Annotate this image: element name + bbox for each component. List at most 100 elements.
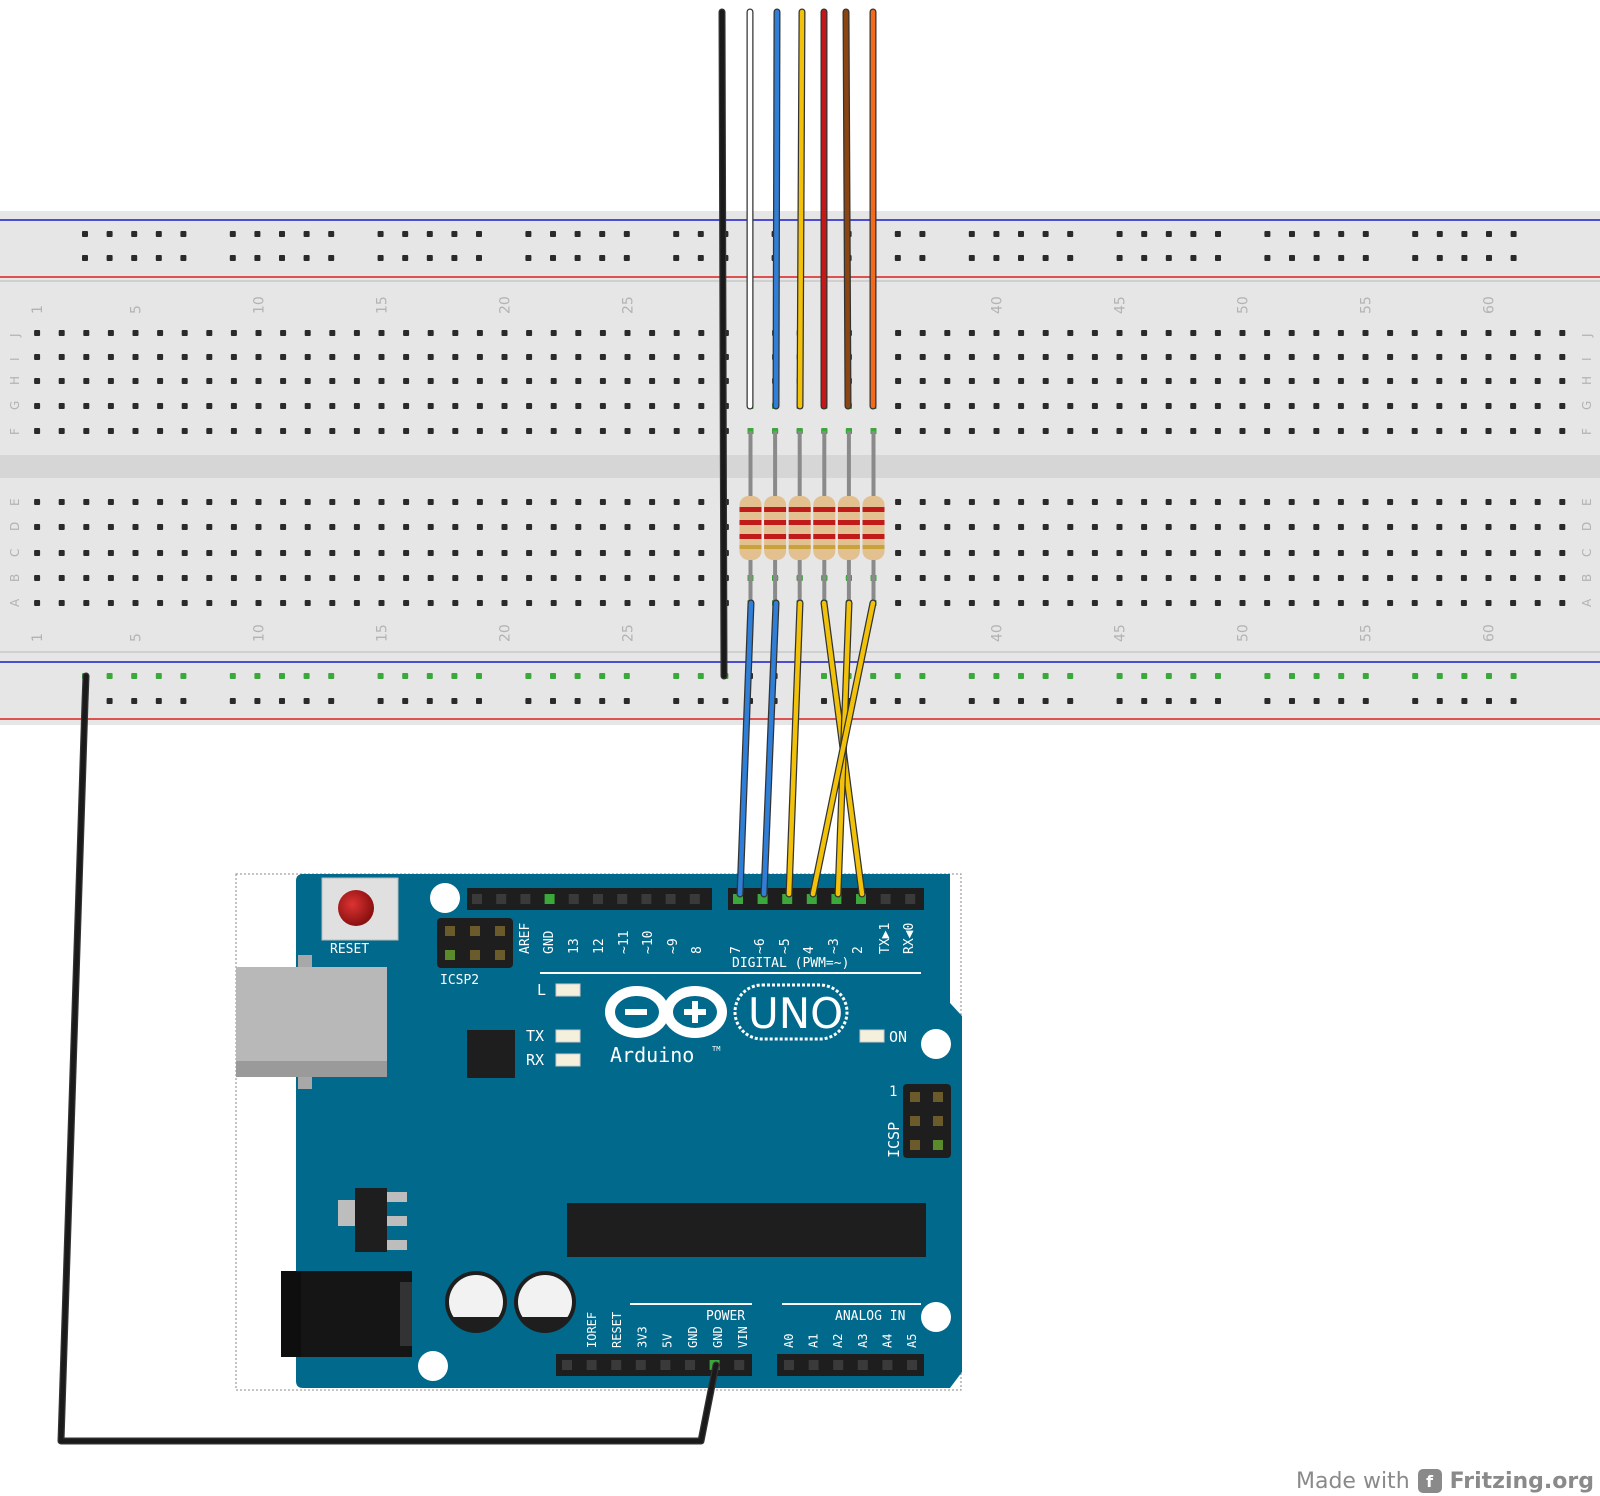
header-socket [831, 894, 842, 904]
breadboard-hole [34, 428, 41, 434]
wire-blue-pin7 [737, 600, 754, 897]
rail-hole [673, 698, 680, 704]
rail-hole [377, 698, 384, 704]
breadboard-hole [526, 524, 533, 530]
rail-hole [155, 698, 162, 704]
breadboard-hole [353, 575, 360, 581]
breadboard-hole [698, 330, 705, 336]
breadboard-hole [1559, 524, 1566, 530]
breadboard-hole [1018, 428, 1025, 434]
breadboard-hole [919, 524, 926, 530]
breadboard-hole [181, 499, 188, 505]
breadboard-hole [526, 600, 533, 606]
rail-hole [254, 673, 261, 679]
breadboard-hole [329, 524, 336, 530]
breadboard-hole [1116, 499, 1123, 505]
rail-hole [1412, 231, 1419, 237]
breadboard-hole [107, 600, 114, 606]
resistors [739, 431, 885, 603]
reset-button[interactable] [321, 877, 399, 941]
digital-pin-label: 13 [567, 938, 582, 954]
breadboard-hole [599, 499, 606, 505]
breadboard-hole [34, 330, 41, 336]
breadboard-hole [698, 354, 705, 360]
breadboard-hole [1091, 524, 1098, 530]
breadboard-hole [968, 354, 975, 360]
breadboard-hole [1141, 575, 1148, 581]
rail-hole [279, 698, 285, 704]
rail-hole [1510, 698, 1517, 704]
breadboard-hole [1264, 600, 1271, 606]
breadboard-hole [649, 499, 656, 505]
row-letter: D [8, 522, 22, 531]
breadboard-hole [1264, 330, 1271, 336]
breadboard-hole [58, 575, 65, 581]
breadboard-hole [1460, 550, 1467, 556]
header-socket [544, 894, 555, 904]
breadboard-hole [255, 575, 262, 581]
breadboard-hole [673, 403, 680, 409]
rail-hole [1018, 698, 1024, 704]
rail-hole [1116, 231, 1123, 237]
rail-hole [476, 698, 482, 704]
breadboard-hole [58, 330, 65, 336]
rail-hole [106, 231, 113, 237]
rail-hole [328, 231, 335, 237]
breadboard-hole [968, 600, 975, 606]
breadboard-hole [1091, 550, 1098, 556]
rail-hole [254, 255, 261, 261]
breadboard-hole [673, 428, 680, 434]
breadboard-hole [993, 330, 1000, 336]
breadboard-hole [526, 428, 533, 434]
rail-hole [673, 255, 680, 261]
breadboard-hole [132, 378, 139, 384]
breadboard-hole [1190, 403, 1197, 409]
column-number: 5 [129, 633, 145, 642]
breadboard-hole [403, 428, 410, 434]
column-number: 50 [1236, 624, 1252, 642]
made-with-label: Made with [1296, 1468, 1410, 1494]
breadboard-hole [1141, 330, 1148, 336]
rail-hole [1338, 673, 1345, 679]
breadboard-hole [83, 403, 90, 409]
rail-hole [1313, 698, 1320, 704]
breadboard-hole [230, 575, 237, 581]
breadboard-hole [1485, 403, 1492, 409]
rail-hole [1190, 231, 1197, 237]
column-number: 55 [1359, 296, 1375, 314]
breadboard-hole [378, 378, 385, 384]
rail-hole [1141, 698, 1148, 704]
breadboard-hole [1460, 575, 1467, 581]
breadboard-hole [427, 354, 434, 360]
rail-hole [993, 231, 1000, 237]
row-letter: F [8, 428, 22, 435]
breadboard-hole [1337, 428, 1344, 434]
breadboard-hole [206, 499, 213, 505]
breadboard-hole [993, 499, 1000, 505]
breadboard-hole [624, 378, 631, 384]
breadboard-hole [1091, 354, 1098, 360]
breadboard-hole [157, 428, 164, 434]
breadboard-hole [1534, 354, 1541, 360]
breadboard-hole [1411, 575, 1418, 581]
breadboard-hole [304, 524, 311, 530]
breadboard-hole [1288, 524, 1295, 530]
breadboard-hole [501, 575, 508, 581]
breadboard-hole [427, 600, 434, 606]
fritzing-credit[interactable]: Made with f Fritzing.org [1296, 1466, 1594, 1496]
column-number: 20 [498, 296, 514, 314]
breadboard-hole [107, 524, 114, 530]
breadboard-hole [501, 499, 508, 505]
rail-hole [303, 231, 310, 237]
rail-hole [1412, 673, 1419, 679]
breadboard-hole [1559, 428, 1566, 434]
rail-hole [377, 231, 384, 237]
breadboard-hole [1165, 428, 1172, 434]
icsp2-label: ICSP2 [440, 973, 479, 988]
rail-hole [1510, 673, 1517, 679]
rail-hole [993, 673, 1000, 679]
breadboard-hole [1460, 600, 1467, 606]
breadboard-hole [132, 550, 139, 556]
breadboard-hole [1485, 524, 1492, 530]
